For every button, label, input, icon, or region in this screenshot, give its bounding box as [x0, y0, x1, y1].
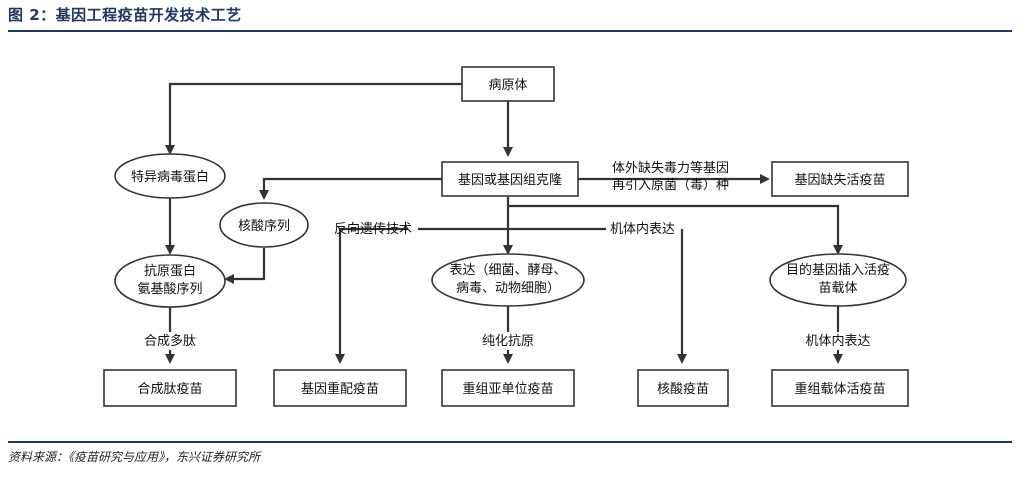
svg-text:氨基酸序列: 氨基酸序列: [137, 282, 202, 297]
node-subunit-vaccine: 重组亚单位疫苗: [441, 369, 575, 407]
edge-labels: 体外缺失毒力等基因 再引入原菌（毒）种 反向遗传技术 机体内表达 合成多肽 纯化…: [144, 160, 871, 349]
node-peptide-vaccine: 合成肽疫苗: [103, 369, 237, 407]
label-in-vivo-expr-1: 机体内表达: [610, 221, 675, 237]
svg-text:重组载体活疫苗: 重组载体活疫苗: [794, 381, 885, 397]
source-note: 资料来源：《疫苗研究与应用》，东兴证券研究所: [8, 450, 261, 464]
node-pathogen: 病原体: [461, 66, 555, 102]
label-reverse-genetics: 反向遗传技术: [334, 221, 412, 237]
edge-clone-nucleic: [259, 177, 442, 200]
svg-text:病原体: 病原体: [488, 78, 527, 93]
edge-clone-vector: [508, 204, 843, 255]
svg-text:基因重配疫苗: 基因重配疫苗: [301, 381, 379, 397]
node-vector-live-vaccine: 重组载体活疫苗: [771, 369, 909, 407]
label-synth-peptide: 合成多肽: [144, 333, 196, 349]
label-delete-gene-2: 再引入原菌（毒）种: [612, 178, 729, 193]
svg-text:抗原蛋白: 抗原蛋白: [144, 263, 196, 279]
svg-text:重组亚单位疫苗: 重组亚单位疫苗: [462, 381, 553, 397]
svg-text:核酸疫苗: 核酸疫苗: [657, 381, 709, 397]
svg-text:目的基因插入活疫: 目的基因插入活疫: [786, 262, 890, 278]
svg-text:特异病毒蛋白: 特异病毒蛋白: [131, 169, 209, 185]
label-purify-antigen: 纯化抗原: [482, 334, 534, 349]
svg-text:核酸序列: 核酸序列: [238, 219, 290, 234]
svg-text:病毒、动物细胞）: 病毒、动物细胞）: [456, 281, 560, 296]
node-nucleic-vaccine: 核酸疫苗: [637, 369, 729, 407]
title-rule: [8, 30, 1012, 32]
svg-text:基因或基因组克隆: 基因或基因组克隆: [458, 173, 562, 188]
edge-nucleic-antigen: [224, 248, 266, 284]
node-gene-reassort-vaccine: 基因重配疫苗: [273, 369, 407, 407]
svg-text:苗载体: 苗载体: [818, 281, 857, 296]
edge-pathogen-specific: [165, 82, 462, 155]
connectors: [165, 82, 843, 364]
node-vector-insert: 目的基因插入活疫 苗载体: [769, 253, 907, 307]
node-expression: 表达（细菌、酵母、 病毒、动物细胞）: [431, 253, 585, 307]
label-delete-gene-1: 体外缺失毒力等基因: [612, 160, 729, 176]
node-gene-clone: 基因或基因组克隆: [441, 161, 579, 197]
node-nucleic-sequence: 核酸序列: [219, 202, 309, 248]
node-specific-protein: 特异病毒蛋白: [114, 153, 226, 199]
footer-rule: [8, 441, 1012, 443]
label-in-vivo-expr-2: 机体内表达: [805, 333, 870, 349]
node-gene-deleted-vaccine: 基因缺失活疫苗: [771, 161, 909, 197]
node-antigen-aa: 抗原蛋白 氨基酸序列: [114, 254, 226, 308]
svg-text:表达（细菌、酵母、: 表达（细菌、酵母、: [449, 263, 566, 278]
edge-reverse-genetics: [335, 227, 408, 364]
svg-text:基因缺失活疫苗: 基因缺失活疫苗: [794, 172, 885, 188]
figure-title: 图 2：基因工程疫苗开发技术工艺: [8, 6, 242, 24]
svg-text:合成肽疫苗: 合成肽疫苗: [137, 381, 202, 397]
